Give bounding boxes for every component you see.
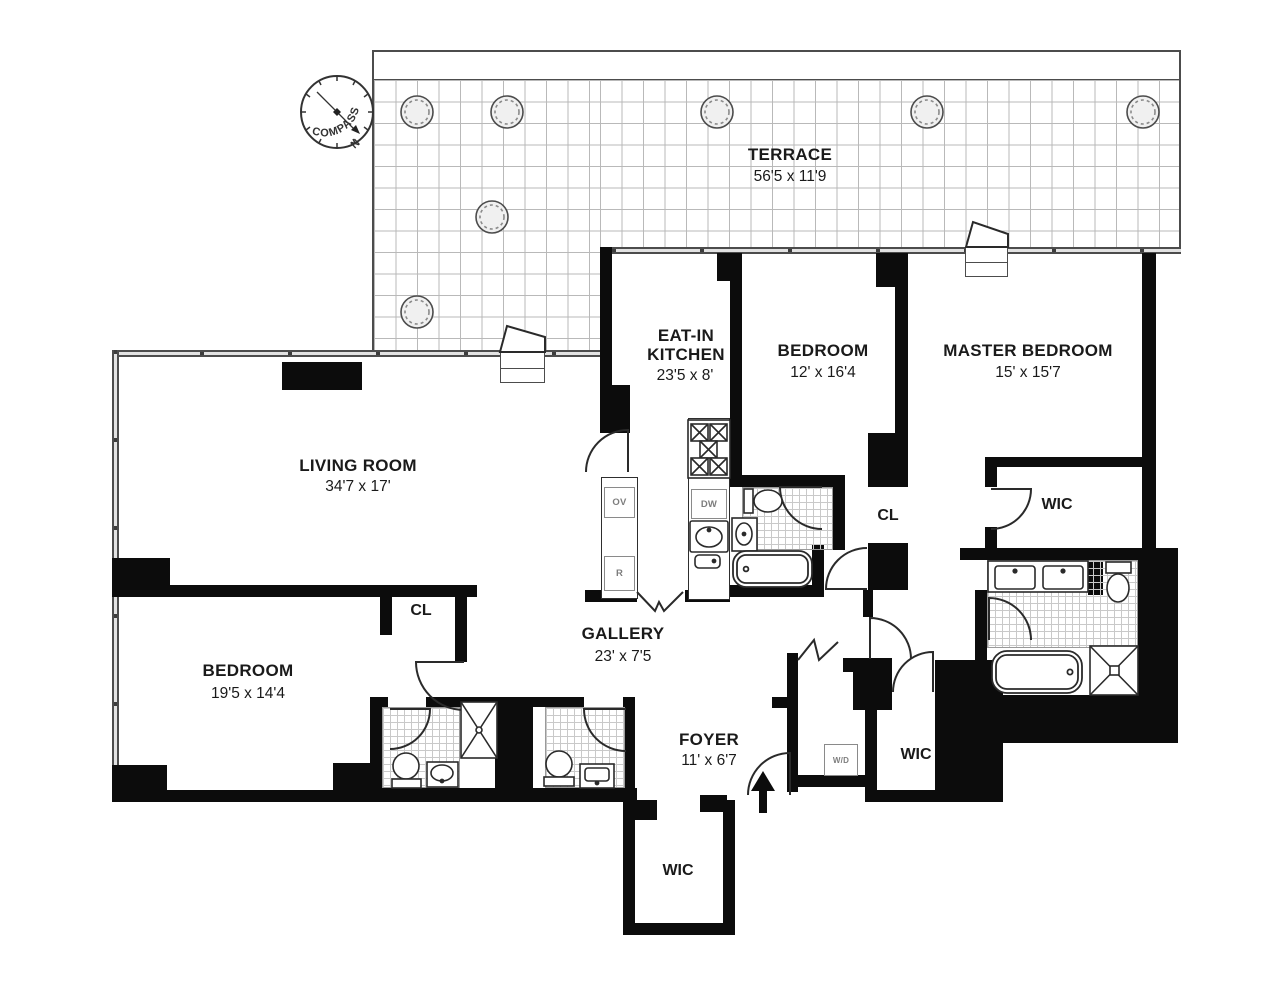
compass-label: COMPASS xyxy=(311,105,362,139)
wall-segment xyxy=(935,660,1003,802)
room-label-master-bedroom: MASTER BEDROOM xyxy=(943,341,1113,360)
bathtub-icon xyxy=(732,550,813,588)
wall-segment xyxy=(730,475,845,487)
wall-segment xyxy=(167,790,337,802)
wall-segment xyxy=(863,590,873,617)
wall-segment xyxy=(787,720,798,792)
bifold-door xyxy=(636,591,839,662)
wall-segment xyxy=(370,788,637,802)
wall-segment xyxy=(843,658,892,672)
room-dims-kitchen: 23'5 x 8' xyxy=(656,367,714,384)
washer-dryer-label: W/D xyxy=(832,755,850,765)
wall-segment xyxy=(730,253,742,480)
wall-segment xyxy=(833,475,845,550)
entry-arrow-icon xyxy=(751,771,775,813)
room-label-bedroom-2: BEDROOM xyxy=(777,341,869,360)
room-label-gallery: GALLERY xyxy=(581,624,665,643)
wall-segment xyxy=(895,287,908,433)
closet-label-bedroom2: CL xyxy=(877,507,899,524)
washer-dryer-icon: W/D xyxy=(824,744,858,776)
room-dims-master-bedroom: 15' x 15'7 xyxy=(995,364,1061,381)
wall-segment xyxy=(985,527,997,548)
room-dims-gallery: 23' x 7'5 xyxy=(594,648,652,665)
wall-segment xyxy=(112,765,167,802)
wall-segment xyxy=(730,585,823,597)
svg-text:COMPASS: COMPASS xyxy=(311,105,363,139)
wall-segment xyxy=(333,763,383,802)
oven-icon: OV xyxy=(604,487,635,518)
wall-segment xyxy=(623,800,635,935)
wall-segment xyxy=(798,775,865,787)
room-dims-living-room: 34'7 x 17' xyxy=(325,478,391,495)
compass-rose-icon: COMPASS N xyxy=(300,75,374,151)
bathroom-floor xyxy=(742,487,833,550)
wall-segment xyxy=(787,653,798,720)
wall-segment xyxy=(600,385,630,433)
bathtub-icon xyxy=(991,650,1083,694)
room-dims-bedroom-1: 19'5 x 14'4 xyxy=(210,685,286,702)
terrace-floor-right xyxy=(600,80,1181,247)
window-wall-living-top xyxy=(112,350,612,357)
room-label-kitchen-line2: KITCHEN xyxy=(647,345,725,364)
room-label-living-room: LIVING ROOM xyxy=(299,456,417,475)
wall-segment xyxy=(623,923,735,935)
dishwasher-icon: DW xyxy=(691,489,727,519)
wall-segment xyxy=(985,457,1142,467)
wall-segment xyxy=(380,597,392,635)
room-dims-terrace: 56'5 x 11'9 xyxy=(753,168,827,185)
compass-north-label: N xyxy=(349,137,363,151)
oven-label: OV xyxy=(612,497,627,508)
wall-segment xyxy=(600,247,612,385)
wall-segment xyxy=(960,548,1142,560)
wall-segment xyxy=(985,467,997,487)
wic-label-foyer: WIC xyxy=(900,746,932,763)
room-dims-foyer: 11' x 6'7 xyxy=(681,752,737,769)
wall-segment xyxy=(1142,253,1156,558)
terrace-door-step xyxy=(965,247,1008,277)
shower-icon xyxy=(460,701,498,759)
wall-segment xyxy=(868,433,908,487)
dishwasher-label: DW xyxy=(700,498,718,510)
window-wall-left xyxy=(112,350,119,765)
refrigerator-label: R xyxy=(615,568,624,579)
wall-segment xyxy=(772,697,787,708)
bathroom-floor xyxy=(545,707,625,788)
room-dims-bedroom-2: 12' x 16'4 xyxy=(790,364,856,381)
wic-label-lower: WIC xyxy=(662,862,694,879)
wall-segment xyxy=(282,362,362,390)
wall-segment xyxy=(876,253,908,287)
room-label-terrace: TERRACE xyxy=(747,145,833,164)
terrace-floor-left xyxy=(372,80,600,350)
wall-segment xyxy=(865,700,877,790)
room-label-kitchen-line1: EAT-IN xyxy=(657,326,715,345)
wall-segment xyxy=(118,585,477,597)
wall-segment xyxy=(868,543,908,590)
room-label-bedroom-1: BEDROOM xyxy=(202,661,294,680)
wall-segment xyxy=(723,800,735,935)
wic-label-master: WIC xyxy=(1041,496,1073,513)
terrace-parapet xyxy=(372,50,1181,81)
closet-label-living: CL xyxy=(410,602,432,619)
wall-segment xyxy=(455,597,467,662)
wall-segment xyxy=(495,697,533,790)
wall-segment xyxy=(812,545,824,597)
refrigerator-icon: R xyxy=(604,556,635,591)
master-bathroom-floor xyxy=(987,560,1138,648)
shower-icon xyxy=(1089,645,1139,696)
wall-segment xyxy=(1003,695,1178,743)
room-label-foyer: FOYER xyxy=(678,730,740,749)
bathroom-floor xyxy=(382,707,460,788)
wall-segment xyxy=(370,697,388,707)
wall-segment xyxy=(865,790,935,802)
terrace-door-step xyxy=(500,352,545,383)
